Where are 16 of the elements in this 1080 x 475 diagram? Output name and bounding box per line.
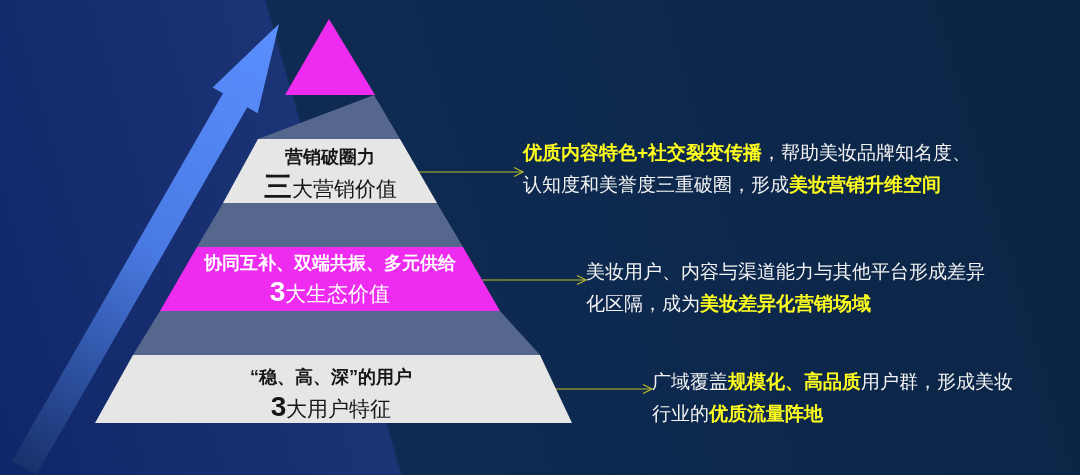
pyramid-tier [95,355,572,423]
description-text: 广域覆盖规模化、高品质用户群，形成美妆行业的优质流量阵地 [652,366,1023,430]
description-text: 优质内容特色+社交裂变传播，帮助美妆品牌知名度、认知度和美誉度三重破圈，形成美妆营销升维空间 [523,137,979,201]
arrow [555,383,653,395]
tier-value: 3大生态价值 [269,278,391,309]
pyramid-tier [160,247,500,311]
tier-value: 三大营销价值 [263,173,397,204]
triangle [285,19,375,95]
arrow [418,166,524,178]
tier-heading: 协同互补、双端共振、多元供给 [204,252,456,275]
tier-heading: 营销破圈力 [285,146,375,169]
tier-value: 3大用户特征 [270,393,392,424]
description-text: 美妆用户、内容与渠道能力与其他平台形成差异化区隔，成为美妆差异化营销场域 [586,256,994,320]
arrow [481,274,587,286]
tier-heading: “稳、高、深”的用户 [250,366,412,389]
pyramid-tier [223,139,437,203]
